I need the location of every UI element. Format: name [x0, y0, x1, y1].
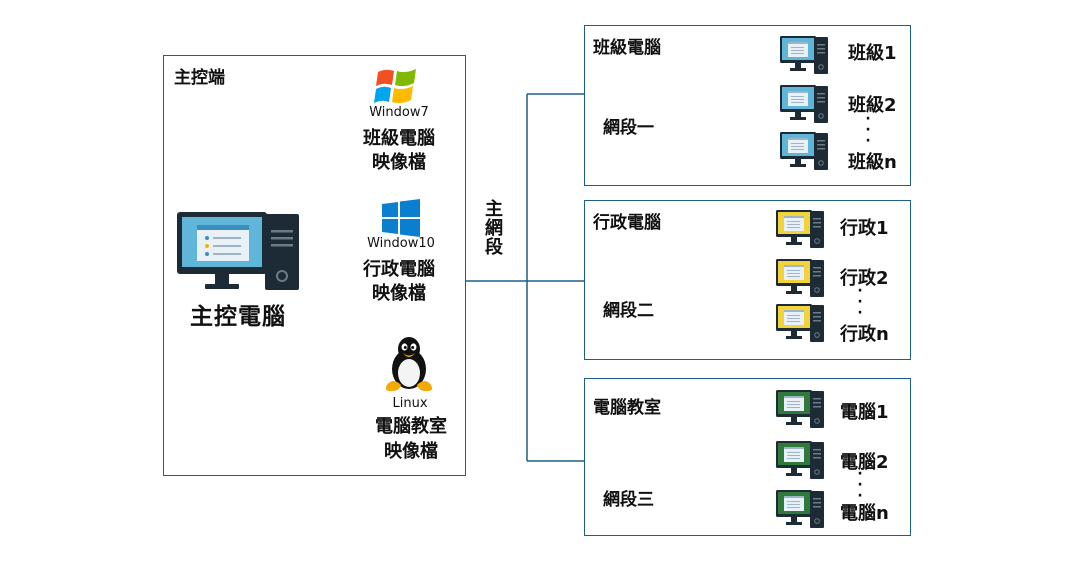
client-computer-icon [776, 304, 824, 342]
pc-label: 電腦2 [840, 452, 889, 473]
pc-label: 班級2 [848, 95, 897, 116]
image-desc-line1: 電腦教室 [375, 416, 447, 437]
segment-label: 網段二 [603, 301, 654, 321]
master-box-title: 主控端 [174, 68, 225, 88]
pc-label: 班級1 [848, 43, 897, 64]
image-desc-line2: 映像檔 [372, 283, 426, 304]
client-computer-icon [776, 259, 824, 297]
main-computer-label: 主控電腦 [190, 304, 286, 330]
client-computer-icon [780, 132, 828, 170]
image-desc-line1: 行政電腦 [363, 259, 435, 280]
image-desc-line1: 班級電腦 [363, 128, 435, 149]
main-computer-icon [177, 212, 299, 290]
windows7-logo-icon [374, 69, 416, 104]
ellipsis-dots: ··· [857, 283, 863, 321]
group-box-admin [584, 200, 911, 360]
pc-label: 行政n [840, 324, 889, 345]
client-computer-icon [776, 490, 824, 528]
main-network-char: 網 [485, 218, 503, 239]
image-desc-line2: 映像檔 [384, 441, 438, 462]
os-name-windows10: Window10 [367, 236, 435, 251]
client-computer-icon [780, 36, 828, 74]
image-desc-line2: 映像檔 [372, 152, 426, 173]
pc-label: 行政2 [840, 268, 889, 289]
segment-label: 網段三 [603, 490, 654, 510]
pc-label: 班級n [848, 152, 897, 173]
ellipsis-dots: ··· [865, 111, 871, 149]
pc-label: 電腦n [840, 503, 889, 524]
segment-label: 網段一 [603, 118, 654, 138]
group-box-lab [584, 378, 911, 536]
ellipsis-dots: ··· [857, 466, 863, 504]
main-network-char: 主 [485, 199, 503, 220]
os-name-linux: Linux [392, 396, 428, 411]
group-title: 電腦教室 [593, 398, 661, 418]
pc-label: 電腦1 [840, 402, 889, 423]
pc-label: 行政1 [840, 218, 889, 239]
windows10-logo-icon [382, 199, 420, 237]
linux-penguin-icon [385, 337, 433, 392]
client-computer-icon [780, 85, 828, 123]
client-computer-icon [776, 390, 824, 428]
client-computer-icon [776, 441, 824, 479]
client-computer-icon [776, 210, 824, 248]
group-box-class [584, 25, 911, 186]
group-title: 行政電腦 [593, 213, 661, 233]
os-name-windows7: Window7 [369, 105, 429, 120]
main-network-char: 段 [485, 237, 503, 258]
group-title: 班級電腦 [593, 38, 661, 58]
